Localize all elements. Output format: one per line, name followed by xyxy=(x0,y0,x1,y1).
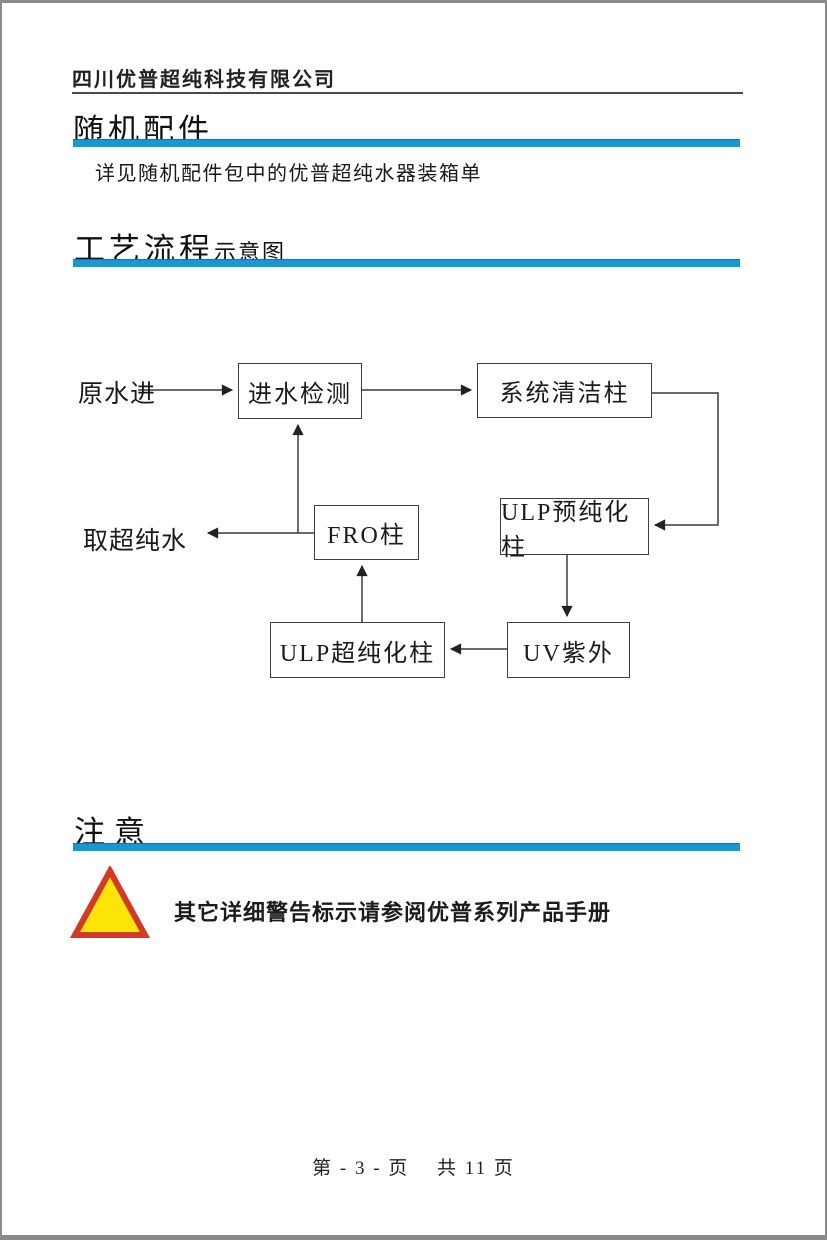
warning-triangle-icon xyxy=(70,866,150,938)
notice-warning-text: 其它详细警告标示请参阅优普系列产品手册 xyxy=(174,900,612,925)
flow-label-raw-water-in: 原水进 xyxy=(78,381,157,408)
flow-node-system-cleaning-column: 系统清洁柱 xyxy=(477,363,652,418)
flow-node-uv-lamp: UV紫外 xyxy=(507,622,630,678)
flow-node-inlet-detection: 进水检测 xyxy=(238,363,362,419)
flow-node-fro-column: FRO柱 xyxy=(314,505,419,560)
flow-label-ultrapure-water-out: 取超纯水 xyxy=(83,528,188,555)
accent-bar-accessories xyxy=(73,139,740,147)
flow-node-ulp-ultra-purification-column: ULP超纯化柱 xyxy=(270,622,445,678)
flow-arrows xyxy=(138,384,719,655)
accent-bar-notice xyxy=(73,843,740,851)
accessories-body-text: 详见随机配件包中的优普超纯水器装箱单 xyxy=(95,163,482,185)
accent-bar-process xyxy=(73,259,740,267)
flow-node-ulp-pre-purification-column: ULP预纯化柱 xyxy=(500,498,649,561)
arrow-cleaning-to-ulppre xyxy=(652,392,719,531)
header-rule xyxy=(72,92,743,94)
company-name: 四川优普超纯科技有限公司 xyxy=(72,69,336,91)
page-number-footer: 第 - 3 - 页 共 11 页 xyxy=(312,1158,515,1179)
process-flow-diagram: 原水进 进水检测 系统清洁柱 ULP预纯化柱 UV紫外 ULP超纯化柱 FRO柱… xyxy=(62,343,762,703)
